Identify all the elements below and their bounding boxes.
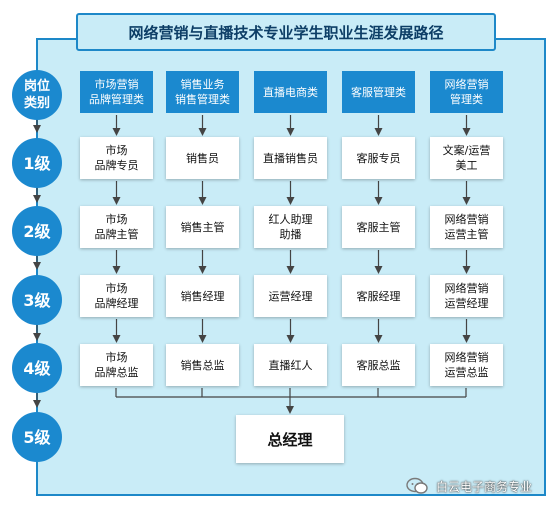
- role-box-live-ecommerce-level-4: 直播红人: [254, 344, 327, 386]
- role-box-online-marketing-level-3: 网络营销 运营经理: [430, 275, 503, 317]
- role-box-online-marketing-level-4: 网络营销 运营总监: [430, 344, 503, 386]
- role-box-customer-service-level-2: 客服主管: [342, 206, 415, 248]
- merge-lines: [115, 388, 467, 414]
- category-label-circle: 岗位 类别: [12, 70, 62, 120]
- level-circle-4: 4级: [12, 343, 62, 393]
- role-box-marketing-brand-level-4: 市场 品牌总监: [80, 344, 153, 386]
- role-box-live-ecommerce-level-2: 红人助理 助播: [254, 206, 327, 248]
- level-circle-3: 3级: [12, 275, 62, 325]
- role-box-online-marketing-level-2: 网络营销 运营主管: [430, 206, 503, 248]
- general-manager-box: 总经理: [236, 415, 344, 463]
- column-arrows: [112, 115, 471, 343]
- level-circle-5: 5级: [12, 412, 62, 462]
- role-box-sales-level-2: 销售主管: [166, 206, 239, 248]
- role-box-online-marketing-level-1: 文案/运营 美工: [430, 137, 503, 179]
- category-header-online-marketing: 网络营销 管理类: [430, 71, 503, 113]
- role-box-sales-level-1: 销售员: [166, 137, 239, 179]
- role-box-customer-service-level-1: 客服专员: [342, 137, 415, 179]
- role-box-live-ecommerce-level-3: 运营经理: [254, 275, 327, 317]
- category-header-live-ecommerce: 直播电商类: [254, 71, 327, 113]
- watermark: 白云电子商务专业: [406, 474, 532, 498]
- category-header-marketing-brand: 市场营销 品牌管理类: [80, 71, 153, 113]
- category-header-sales: 销售业务 销售管理类: [166, 71, 239, 113]
- role-box-marketing-brand-level-1: 市场 品牌专员: [80, 137, 153, 179]
- diagram-title: 网络营销与直播技术专业学生职业生涯发展路径: [76, 13, 496, 51]
- role-box-marketing-brand-level-3: 市场 品牌经理: [80, 275, 153, 317]
- role-box-live-ecommerce-level-1: 直播销售员: [254, 137, 327, 179]
- role-box-customer-service-level-4: 客服总监: [342, 344, 415, 386]
- level-circle-1: 1级: [12, 138, 62, 188]
- level-circle-2: 2级: [12, 206, 62, 256]
- wechat-icon: [406, 477, 428, 494]
- role-box-marketing-brand-level-2: 市场 品牌主管: [80, 206, 153, 248]
- category-header-customer-service: 客服管理类: [342, 71, 415, 113]
- role-box-sales-level-3: 销售经理: [166, 275, 239, 317]
- role-box-sales-level-4: 销售总监: [166, 344, 239, 386]
- category-label: 岗位 类别: [23, 79, 50, 111]
- role-box-customer-service-level-3: 客服经理: [342, 275, 415, 317]
- watermark-text: 白云电子商务专业: [436, 479, 533, 494]
